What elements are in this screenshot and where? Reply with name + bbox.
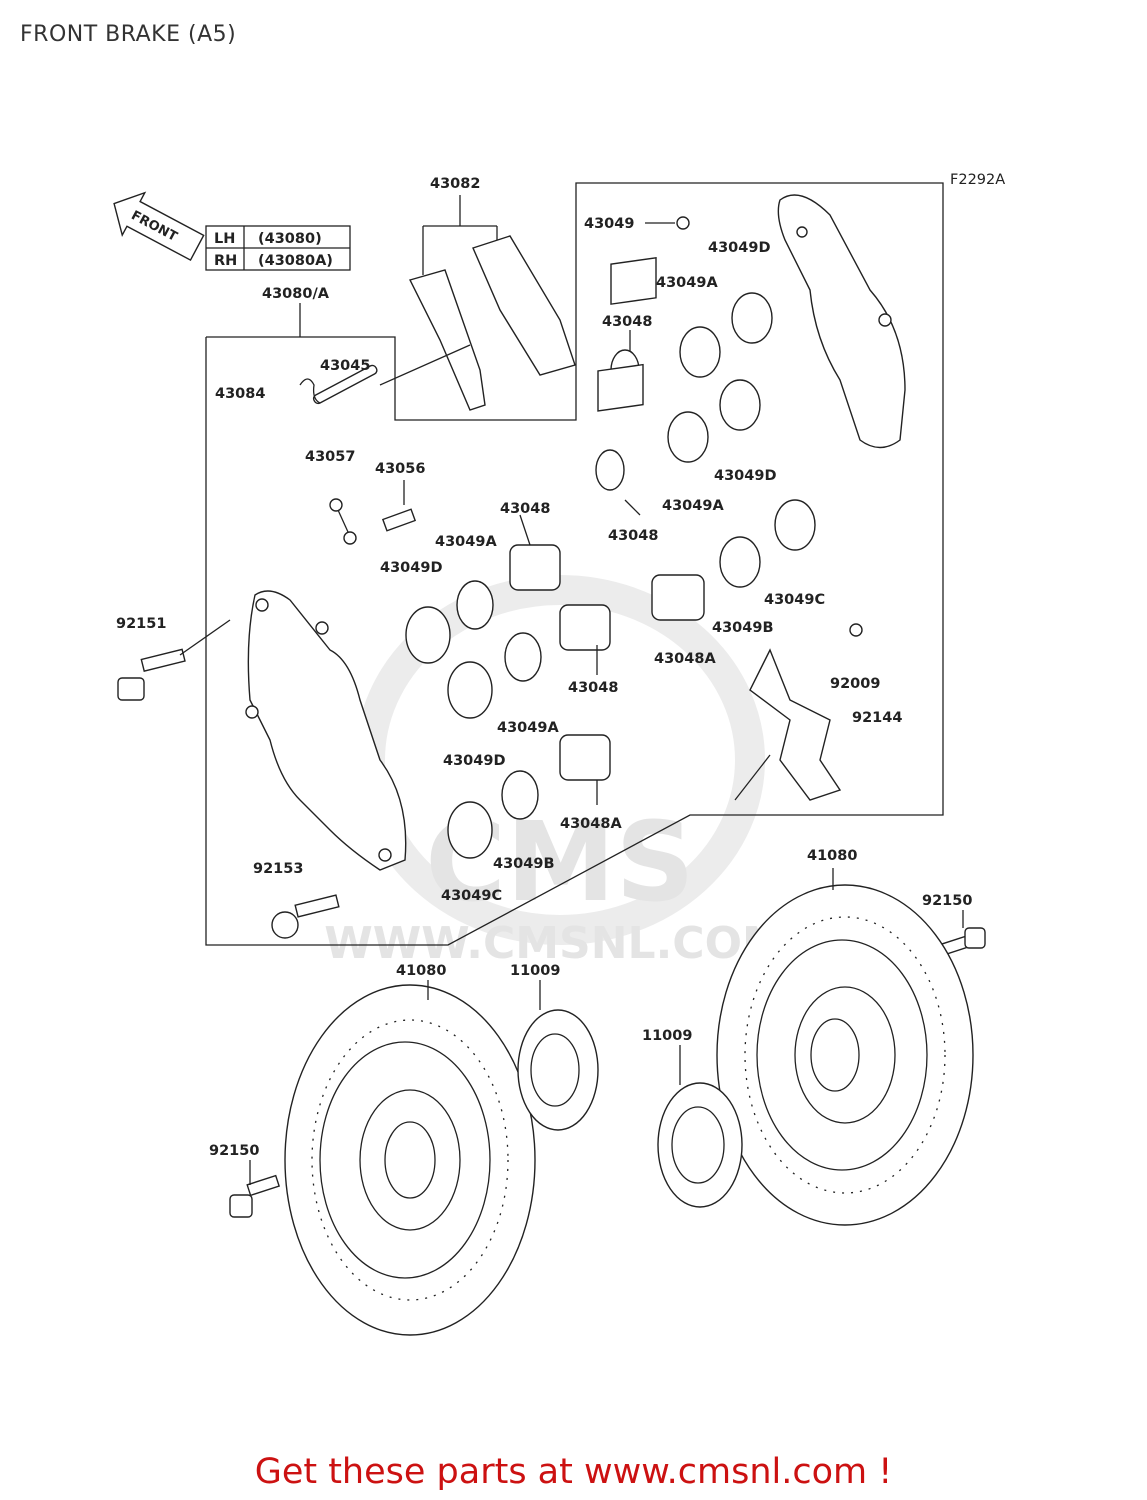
- cap-43057: [329, 498, 357, 545]
- caliper-body-left: [245, 590, 407, 871]
- footer-link[interactable]: Get these parts at www.cmsnl.com !: [254, 1452, 893, 1492]
- label-43049D: 43049D: [714, 468, 776, 484]
- label-43049B: 43049B: [493, 856, 555, 872]
- page-title: FRONT BRAKE (A5): [20, 22, 237, 47]
- label-92151: 92151: [116, 616, 166, 632]
- side-table-lh-part: (43080): [258, 231, 322, 247]
- pad-spring-92144: [749, 623, 863, 801]
- bolt-92150-left: [229, 1174, 281, 1218]
- label-43057: 43057: [305, 449, 355, 465]
- caliper-body-right: [777, 194, 906, 449]
- label-43048: 43048: [602, 314, 652, 330]
- part-labels: 43082 43080/A 43045 43084 43057 43056 92…: [116, 176, 972, 1159]
- label-43048: 43048: [500, 501, 550, 517]
- label-43049A: 43049A: [435, 534, 497, 550]
- label-43048: 43048: [568, 680, 618, 696]
- label-43049C: 43049C: [764, 592, 825, 608]
- label-11009: 11009: [510, 963, 560, 979]
- label-43084: 43084: [215, 386, 265, 402]
- label-43049D: 43049D: [380, 560, 442, 576]
- brake-disc-right: [716, 884, 974, 1226]
- piston: [509, 544, 561, 591]
- piston: [651, 574, 705, 621]
- bolt-92151: [117, 619, 231, 701]
- label-43045: 43045: [320, 358, 370, 374]
- label-43048A: 43048A: [560, 816, 622, 832]
- bolt-92153: [271, 894, 340, 939]
- seals: [405, 216, 816, 859]
- label-43082: 43082: [430, 176, 480, 192]
- brake-disc-left: [284, 984, 536, 1336]
- side-table-rh: RH: [214, 253, 237, 269]
- pistons: [509, 257, 705, 781]
- label-43048: 43048: [608, 528, 658, 544]
- label-43049A: 43049A: [497, 720, 559, 736]
- label-41080: 41080: [807, 848, 857, 864]
- bleeder-43056: [381, 480, 417, 532]
- piston: [559, 734, 611, 781]
- label-43049: 43049: [584, 216, 634, 232]
- label-92144: 92144: [852, 710, 902, 726]
- piston: [595, 363, 644, 491]
- label-92009: 92009: [830, 676, 880, 692]
- assembly-frames: [205, 182, 944, 946]
- leader-lines: [249, 222, 964, 1185]
- side-table: LH (43080) RH (43080A): [205, 225, 351, 271]
- side-table-rh-part: (43080A): [258, 253, 333, 269]
- label-41080: 41080: [396, 963, 446, 979]
- front-arrow-icon: FRONT: [113, 191, 205, 262]
- label-43049D: 43049D: [708, 240, 770, 256]
- shim-11009-right: [657, 1082, 743, 1208]
- label-11009: 11009: [642, 1028, 692, 1044]
- label-43049A: 43049A: [662, 498, 724, 514]
- side-table-lh: LH: [214, 231, 235, 247]
- pin-43045: [312, 344, 471, 405]
- bolt-92150-right: [938, 927, 986, 957]
- figure-code: F2292A: [950, 172, 1005, 188]
- label-43056: 43056: [375, 461, 425, 477]
- label-43049C: 43049C: [441, 888, 502, 904]
- label-92153: 92153: [253, 861, 303, 877]
- label-43049B: 43049B: [712, 620, 774, 636]
- shim-11009-left: [517, 1009, 599, 1131]
- label-43048A: 43048A: [654, 651, 716, 667]
- label-43049D: 43049D: [443, 753, 505, 769]
- label-92150: 92150: [209, 1143, 259, 1159]
- piston: [559, 604, 611, 651]
- label-43049A: 43049A: [656, 275, 718, 291]
- clip-43084: [299, 378, 321, 404]
- brake-pads: [408, 235, 576, 411]
- label-92150: 92150: [922, 893, 972, 909]
- watermark: CMS WWW.CMSNL.COM: [324, 575, 786, 969]
- label-43080A: 43080/A: [262, 286, 330, 302]
- watermark-url: WWW.CMSNL.COM: [324, 918, 786, 969]
